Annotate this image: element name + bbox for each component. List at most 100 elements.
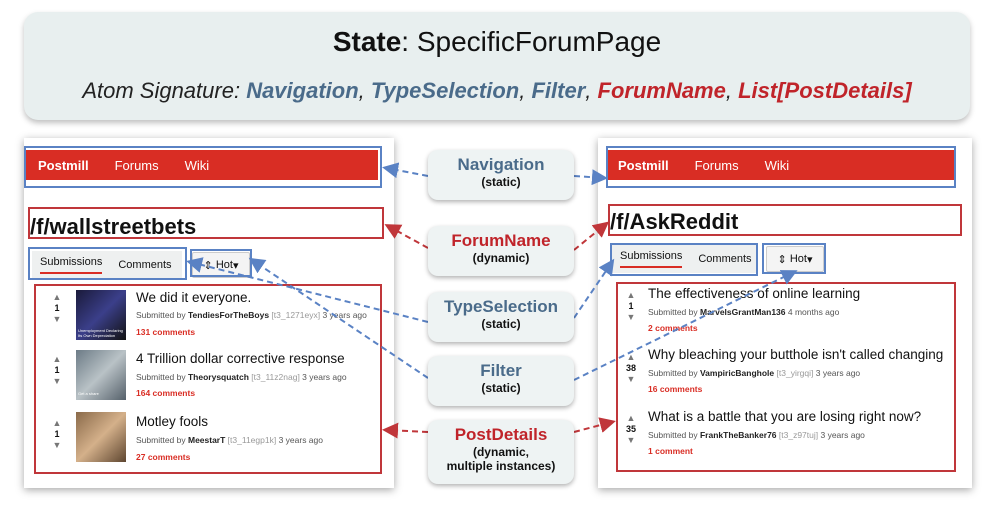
post-score: 1 [628, 301, 634, 311]
post-score: 1 [54, 303, 60, 313]
post-submitter: Submitted by TendiesForTheBoys [t3_1271e… [136, 310, 367, 320]
label-postdetails-name: PostDetails [454, 425, 548, 444]
arrow-type-left [186, 257, 429, 323]
tab-comments[interactable]: Comments [118, 259, 172, 271]
downvote-icon: ▼ [52, 314, 62, 324]
label-navigation-name: Navigation [457, 155, 545, 174]
left-typeselection-box [28, 247, 187, 280]
post-score: 1 [54, 429, 60, 439]
post-comments-link[interactable]: 27 comments [136, 452, 191, 462]
sort-icon: ⇕ [777, 253, 787, 266]
left-navigation-box [24, 146, 382, 188]
post-author[interactable]: TendiesForTheBoys [187, 310, 270, 320]
nav-forums[interactable]: Forums [694, 157, 739, 173]
post-comments-link[interactable]: 2 comments [648, 323, 698, 333]
tab-comments[interactable]: Comments [698, 253, 752, 265]
thumbnail-caption: Get a share [78, 391, 99, 396]
state-label: State [332, 26, 402, 57]
arrow-forum-right [573, 221, 610, 251]
sort-icon: ⇕ [203, 259, 213, 272]
upvote-icon: ▲ [626, 290, 636, 300]
post-comments-link[interactable]: 1 comment [648, 446, 693, 456]
nav-wiki[interactable]: Wiki [764, 157, 790, 173]
post-submitter: Submitted by MeestarT [t3_11egp1k] 3 yea… [136, 435, 323, 445]
signature-prefix: Atom Signature: [82, 78, 247, 103]
label-typeselection-kind: (static) [481, 317, 521, 331]
label-forumname-kind: (dynamic) [472, 251, 530, 265]
post-thumbnail[interactable]: Unemployment Declaring Its Own Depreciat… [76, 290, 126, 340]
arrow-post-right [573, 417, 616, 433]
tab-submissions[interactable]: Submissions [620, 250, 683, 268]
sort-dropdown[interactable]: ⇕ Hot▾ [766, 246, 824, 272]
vote-widget[interactable]: ▲35▼ [622, 413, 640, 446]
post-title[interactable]: We did it everyone. [136, 290, 252, 305]
label-typeselection: TypeSelection (static) [428, 292, 574, 342]
right-forum-screenshot: Postmill Forums Wiki /f/AskReddit Submis… [598, 138, 972, 488]
thumbnail-caption: Unemployment Declaring Its Own Depreciat… [78, 328, 123, 338]
label-navigation: Navigation (static) [428, 150, 574, 200]
post-author[interactable]: Theorysquatch [187, 372, 249, 382]
label-filter: Filter (static) [428, 356, 574, 406]
vote-widget[interactable]: ▲1▼ [624, 290, 638, 323]
right-forumname-box [608, 204, 962, 236]
label-filter-name: Filter [480, 361, 522, 380]
chevron-down-icon: ▾ [806, 253, 813, 266]
post-title[interactable]: 4 Trillion dollar corrective response [136, 351, 345, 366]
forum-title: /f/wallstreetbets [30, 214, 197, 239]
post-title[interactable]: Why bleaching your butthole isn't called… [648, 347, 944, 362]
sort-label: Hot [215, 259, 233, 271]
post-score: 35 [625, 424, 636, 434]
post-comments-link[interactable]: 131 comments [136, 327, 196, 337]
upvote-icon: ▲ [626, 352, 636, 362]
atom-signature: Atom Signature: Navigation, TypeSelectio… [82, 78, 912, 103]
vote-widget[interactable]: ▲1▼ [50, 354, 64, 387]
nav-wiki[interactable]: Wiki [184, 157, 210, 173]
label-forumname: ForumName (dynamic) [428, 226, 574, 276]
post-title[interactable]: Motley fools [136, 414, 209, 429]
label-forumname-name: ForumName [451, 231, 551, 250]
arrow-nav-right [573, 169, 608, 186]
post-submitter: Submitted by MarvelsGrantMan136 4 months… [648, 307, 840, 317]
vote-widget[interactable]: ▲38▼ [622, 352, 640, 385]
arrow-nav-left [382, 162, 429, 179]
upvote-icon: ▲ [52, 418, 62, 428]
nav-brand[interactable]: Postmill [38, 157, 89, 173]
label-postdetails-kind2: multiple instances) [446, 459, 556, 473]
atom-navigation: Navigation [246, 78, 359, 103]
post-submitter: Submitted by VampiricBanghole [t3_yirgqi… [648, 368, 861, 378]
post-author[interactable]: MarvelsGrantMan136 [699, 307, 786, 317]
post-score: 38 [625, 363, 636, 373]
type-tabs: Submissions Comments [612, 245, 756, 273]
label-postdetails-kind: (dynamic, [472, 445, 529, 459]
post-thumbnail[interactable]: Get a share [76, 350, 126, 400]
vote-widget[interactable]: ▲1▼ [50, 418, 64, 451]
nav-brand[interactable]: Postmill [618, 157, 669, 173]
post-title[interactable]: What is a battle that you are losing rig… [648, 409, 922, 424]
post-comments-link[interactable]: 16 comments [648, 384, 703, 394]
type-tabs: Submissions Comments [32, 251, 182, 279]
arrow-filter-right [573, 270, 798, 381]
left-postdetails-box [34, 284, 382, 474]
upvote-icon: ▲ [626, 413, 636, 423]
forum-title: /f/AskReddit [610, 209, 739, 234]
post-title[interactable]: The effectiveness of online learning [648, 286, 861, 301]
left-forumname-box [28, 207, 384, 239]
label-navigation-kind: (static) [481, 175, 521, 189]
post-thumbnail[interactable] [76, 412, 126, 462]
right-navigation-box [606, 146, 956, 188]
downvote-icon: ▼ [626, 435, 636, 445]
post-submitter: Submitted by FrankTheBanker76 [t3_z97tuj… [648, 430, 865, 440]
post-comments-link[interactable]: 164 comments [136, 388, 196, 398]
arrow-forum-left [384, 224, 429, 249]
post-author[interactable]: FrankTheBanker76 [699, 430, 777, 440]
label-postdetails: PostDetails (dynamic, multiple instances… [428, 420, 574, 484]
post-author[interactable]: VampiricBanghole [699, 368, 775, 378]
nav-forums[interactable]: Forums [114, 157, 159, 173]
vote-widget[interactable]: ▲1▼ [50, 292, 64, 325]
upvote-icon: ▲ [52, 292, 62, 302]
post-author[interactable]: MeestarT [187, 435, 226, 445]
tab-submissions[interactable]: Submissions [40, 256, 103, 274]
navbar: Postmill Forums Wiki [26, 150, 378, 180]
state-value: : SpecificForumPage [401, 26, 662, 57]
